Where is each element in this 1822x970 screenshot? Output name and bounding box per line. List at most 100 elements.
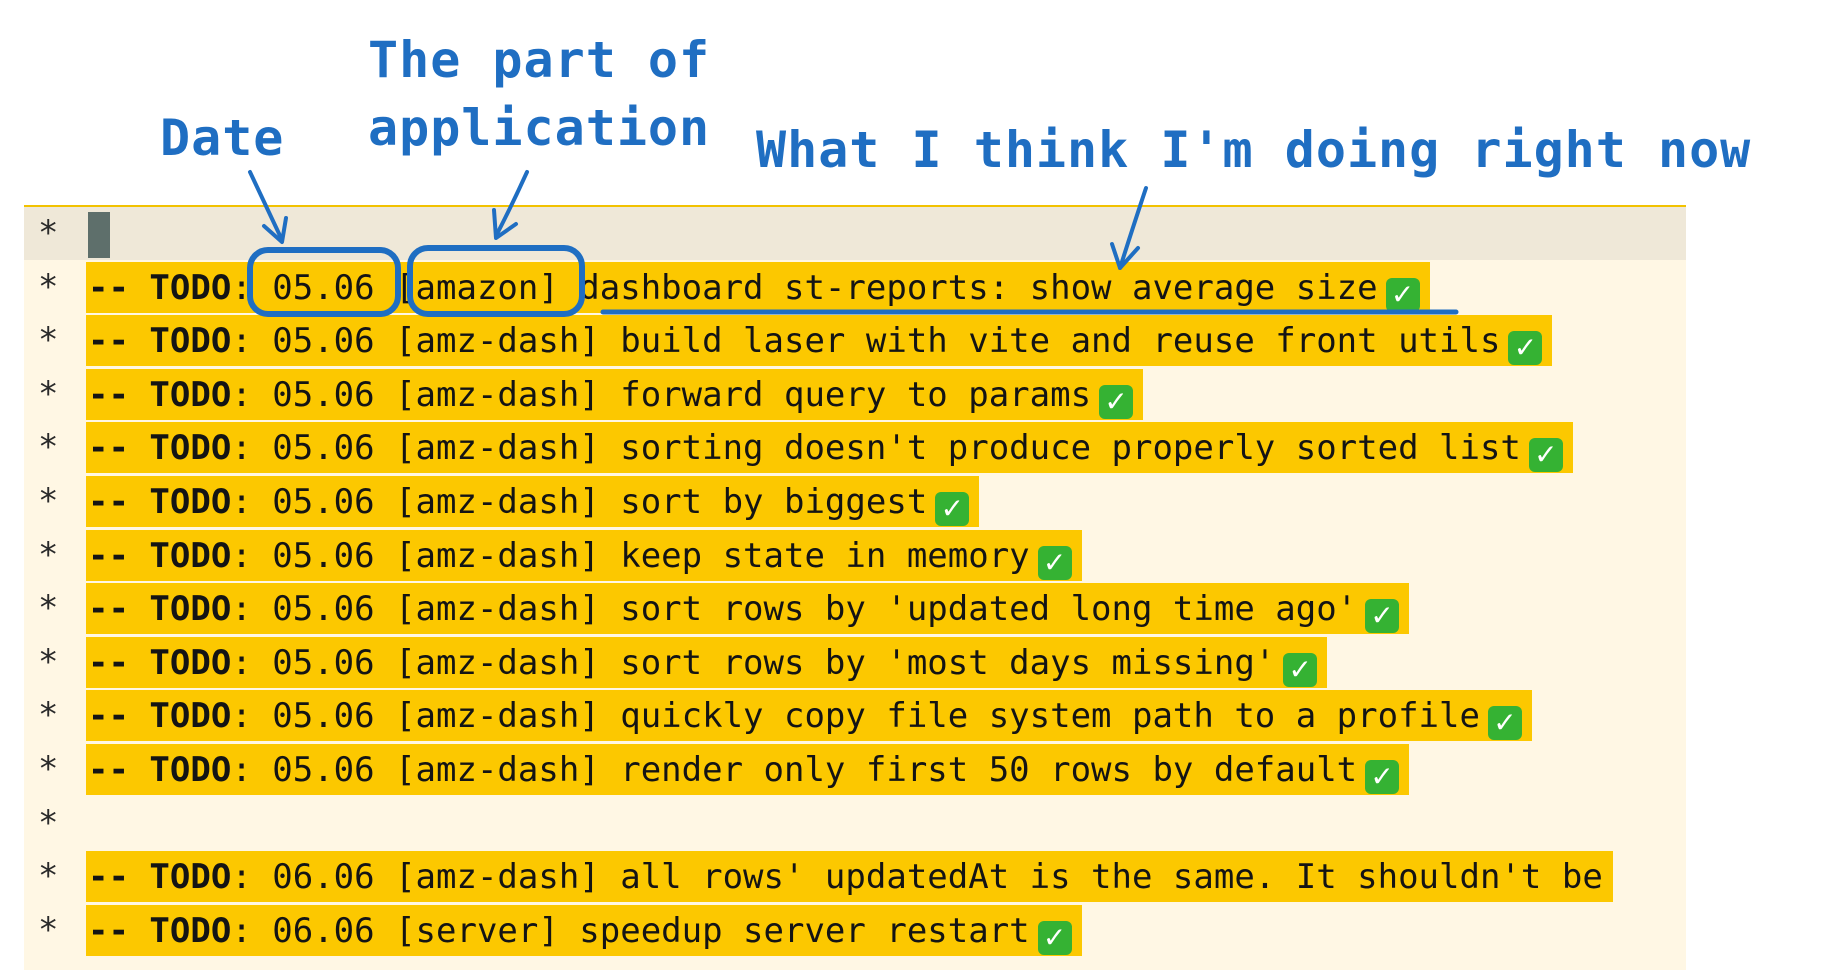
- todo-line[interactable]: * -- TODO: 05.06 [amz-dash] sorting doesn…: [24, 421, 1686, 474]
- todo-keyword: TODO: [149, 267, 232, 308]
- todo-description: : 05.06 [amz-dash] forward query to para…: [231, 374, 1092, 415]
- todo-line[interactable]: * -- TODO: 05.06 [amz-dash] forward query…: [24, 368, 1686, 421]
- empty-line[interactable]: *: [24, 207, 1686, 260]
- todo-prefix: --: [88, 696, 150, 737]
- todo-text: -- TODO: 05.06 [amz-dash] sort by bigges…: [86, 476, 927, 529]
- check-mark-icon: ✓: [1385, 277, 1420, 312]
- todo-keyword: TODO: [149, 321, 232, 362]
- check-mark-icon: ✓: [1528, 438, 1563, 473]
- todo-highlight: -- TODO: 05.06 [amz-dash] render only fi…: [86, 744, 1410, 797]
- todo-line[interactable]: * -- TODO: 05.06 [amz-dash] quickly copy …: [24, 689, 1686, 742]
- check-mark-icon: ✓: [1283, 652, 1318, 687]
- todo-editor[interactable]: **-- TODO: 05.06 [amazon] dashboard st-r…: [24, 205, 1686, 970]
- todo-line[interactable]: * -- TODO: 05.06 [amz-dash] build laser w…: [24, 314, 1686, 367]
- line-bullet: *: [38, 373, 59, 414]
- todo-description: : 05.06 [amz-dash] sort rows by 'updated…: [231, 589, 1358, 630]
- todo-text: -- TODO: 06.06 [amz-dash] all rows' upda…: [86, 851, 1603, 904]
- check-mark-icon: ✓: [1037, 920, 1072, 955]
- todo-text: -- TODO: 05.06 [amz-dash] build laser wi…: [86, 315, 1500, 368]
- todo-text: -- TODO: 05.06 [amz-dash] quickly copy f…: [86, 690, 1480, 743]
- todo-keyword: TODO: [149, 857, 232, 898]
- todo-line[interactable]: * -- TODO: 05.06 [amazon] dashboard st-re…: [24, 261, 1686, 314]
- todo-keyword: TODO: [149, 535, 232, 576]
- todo-line[interactable]: * -- TODO: 05.06 [amz-dash] sort rows by …: [24, 636, 1686, 689]
- check-mark-icon: ✓: [1487, 706, 1522, 741]
- line-bullet: *: [38, 427, 59, 468]
- todo-prefix: --: [88, 857, 150, 898]
- todo-text: -- TODO: 05.06 [amazon] dashboard st-rep…: [86, 262, 1378, 315]
- todo-text: -- TODO: 05.06 [amz-dash] sort rows by '…: [86, 637, 1275, 690]
- todo-description: : 05.06 [amz-dash] render only first 50 …: [231, 750, 1358, 790]
- todo-highlight: -- TODO: 05.06 [amz-dash] sort rows by '…: [86, 636, 1328, 690]
- todo-highlight: -- TODO: 06.06 [amz-dash] all rows' upda…: [86, 851, 1613, 904]
- line-bullet: *: [38, 749, 59, 789]
- todo-description: : 05.06 [amz-dash] keep state in memory: [231, 535, 1030, 576]
- todo-keyword: TODO: [149, 696, 232, 737]
- line-bullet: *: [38, 534, 59, 575]
- check-mark-icon: ✓: [1365, 760, 1400, 794]
- check-mark-icon: ✓: [1037, 545, 1072, 580]
- todo-keyword: TODO: [149, 428, 232, 469]
- line-bullet: *: [38, 909, 59, 950]
- todo-description: : 05.06 [amz-dash] quickly copy file sys…: [231, 696, 1480, 737]
- todo-line[interactable]: * -- TODO: 05.06 [amz-dash] sort rows by …: [24, 582, 1686, 635]
- todo-prefix: --: [88, 321, 150, 362]
- line-bullet: *: [38, 802, 59, 843]
- todo-keyword: TODO: [149, 374, 232, 415]
- todo-description: : 05.06 [amz-dash] build laser with vite…: [231, 321, 1501, 362]
- todo-description: : 05.06 [amazon] dashboard st-reports: s…: [231, 267, 1378, 308]
- line-bullet: *: [38, 641, 59, 682]
- todo-text: -- TODO: 05.06 [amz-dash] keep state in …: [86, 530, 1030, 583]
- todo-highlight: -- TODO: 05.06 [amz-dash] build laser wi…: [86, 315, 1553, 368]
- todo-line[interactable]: * -- TODO: 05.06 [amz-dash] render only f…: [24, 743, 1686, 796]
- todo-line[interactable]: * -- TODO: 05.06 [amz-dash] sort by bigge…: [24, 475, 1686, 528]
- todo-highlight: -- TODO: 05.06 [amazon] dashboard st-rep…: [86, 261, 1430, 315]
- todo-prefix: --: [88, 750, 150, 790]
- todo-line[interactable]: * -- TODO: 06.06 [server] speedup server …: [24, 904, 1686, 957]
- line-bullet: *: [38, 481, 59, 521]
- todo-line[interactable]: * -- TODO: 06.06 [amz-dash] all rows' upd…: [24, 850, 1686, 903]
- todo-description: : 05.06 [amz-dash] sort by biggest: [231, 482, 928, 522]
- annotation-doing-label: What I think I'm doing right now: [756, 121, 1752, 179]
- check-mark-icon: ✓: [1099, 384, 1134, 419]
- todo-text: -- TODO: 05.06 [amz-dash] render only fi…: [86, 744, 1357, 797]
- todo-prefix: --: [88, 428, 150, 469]
- line-bullet: *: [38, 856, 59, 897]
- todo-text: -- TODO: 05.06 [amz-dash] sorting doesn'…: [86, 422, 1521, 475]
- todo-text: -- TODO: 06.06 [server] speedup server r…: [86, 905, 1030, 958]
- todo-prefix: --: [88, 589, 150, 630]
- annotation-date-label: Date: [160, 109, 285, 167]
- todo-highlight: -- TODO: 05.06 [amz-dash] quickly copy f…: [86, 690, 1532, 743]
- todo-prefix: --: [88, 374, 150, 415]
- todo-prefix: --: [88, 267, 150, 308]
- todo-description: : 05.06 [amz-dash] sort rows by 'most da…: [231, 642, 1276, 683]
- annotation-app-part-label: The part of application: [368, 31, 711, 157]
- todo-highlight: -- TODO: 05.06 [amz-dash] sort by bigges…: [86, 476, 980, 529]
- todo-keyword: TODO: [149, 482, 232, 522]
- line-bullet: *: [38, 213, 59, 253]
- empty-line[interactable]: *: [24, 797, 1686, 850]
- line-bullet: *: [38, 320, 59, 361]
- todo-keyword: TODO: [149, 750, 232, 790]
- check-mark-icon: ✓: [935, 492, 970, 526]
- todo-prefix: --: [88, 535, 150, 576]
- todo-highlight: -- TODO: 06.06 [server] speedup server r…: [86, 904, 1082, 958]
- check-mark-icon: ✓: [1508, 331, 1543, 366]
- todo-description: : 06.06 [server] speedup server restart: [231, 910, 1030, 951]
- line-bullet: *: [38, 695, 59, 736]
- todo-description: : 05.06 [amz-dash] sorting doesn't produ…: [231, 428, 1521, 469]
- todo-keyword: TODO: [149, 642, 232, 683]
- todo-line[interactable]: * -- TODO: 05.06 [amz-dash] keep state in…: [24, 529, 1686, 582]
- todo-highlight: -- TODO: 05.06 [amz-dash] sort rows by '…: [86, 583, 1410, 636]
- text-cursor: [88, 212, 110, 258]
- todo-prefix: --: [88, 910, 150, 951]
- todo-prefix: --: [88, 642, 150, 683]
- todo-text: -- TODO: 05.06 [amz-dash] sort rows by '…: [86, 583, 1357, 636]
- todo-text: -- TODO: 05.06 [amz-dash] forward query …: [86, 369, 1091, 422]
- todo-keyword: TODO: [149, 910, 232, 951]
- line-bullet: *: [38, 266, 59, 307]
- todo-highlight: -- TODO: 05.06 [amz-dash] sorting doesn'…: [86, 422, 1573, 475]
- check-mark-icon: ✓: [1365, 599, 1400, 634]
- line-bullet: *: [38, 588, 59, 629]
- todo-keyword: TODO: [149, 589, 232, 630]
